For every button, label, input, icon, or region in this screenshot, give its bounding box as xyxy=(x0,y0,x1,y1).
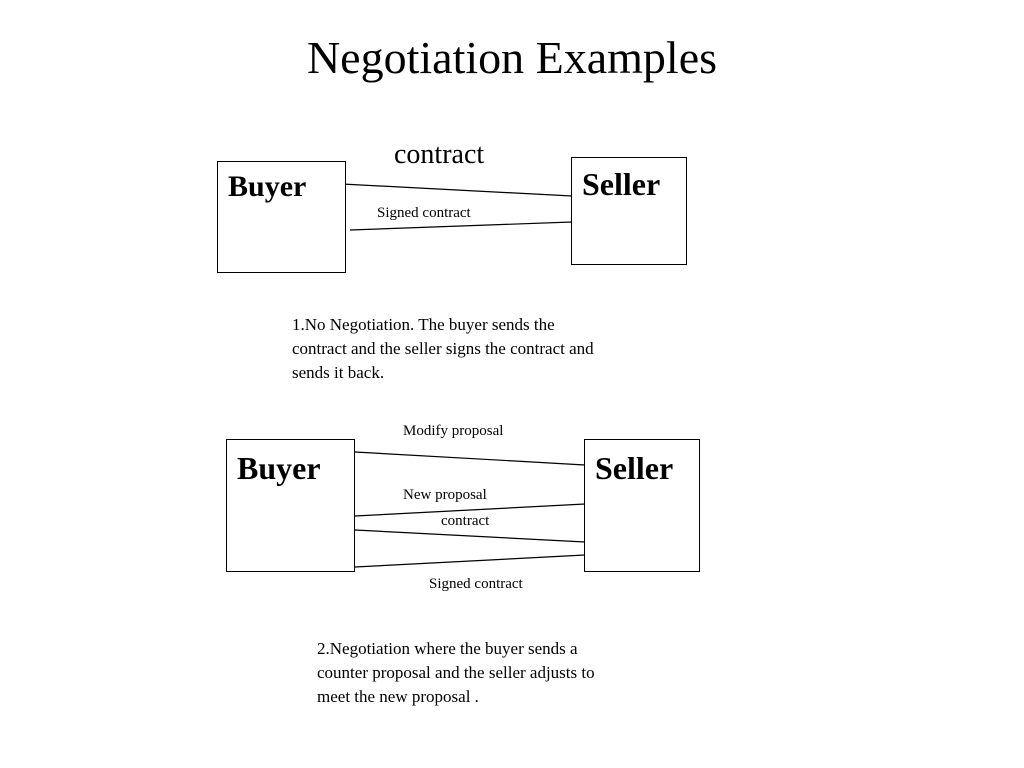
example2-contract-line xyxy=(354,529,586,543)
example2-signed-contract-line xyxy=(354,554,586,568)
slide-title: Negotiation Examples xyxy=(306,32,718,83)
example2-buyer-box: Buyer xyxy=(226,439,355,572)
example2-buyer-label: Buyer xyxy=(237,450,321,486)
example2-signed-contract-message: Signed contract xyxy=(429,576,523,592)
example1-buyer-label: Buyer xyxy=(228,170,307,203)
example2-description: 2.Negotiation where the buyer sends a co… xyxy=(317,639,595,706)
example2-seller-box: Seller xyxy=(584,439,700,572)
example1-signed-contract-message: Signed contract xyxy=(377,205,471,221)
example2-modify-proposal-line xyxy=(354,451,586,466)
example2-new-proposal-message: New proposal xyxy=(403,487,487,503)
example2-seller-label: Seller xyxy=(595,450,674,486)
example2-contract-message: contract xyxy=(441,513,490,529)
example2-modify-proposal-message: Modify proposal xyxy=(403,423,504,439)
example1-description: 1.No Negotiation. The buyer sends the co… xyxy=(292,315,594,382)
example1-buyer-box: Buyer xyxy=(217,161,346,273)
example1-seller-label: Seller xyxy=(582,166,661,202)
example2-new-proposal-line xyxy=(354,503,586,517)
example1-seller-box: Seller xyxy=(571,157,687,265)
example1-contract-line xyxy=(341,183,573,197)
example1-signed-contract-line xyxy=(349,221,573,231)
example1-contract-message: contract xyxy=(394,139,485,170)
